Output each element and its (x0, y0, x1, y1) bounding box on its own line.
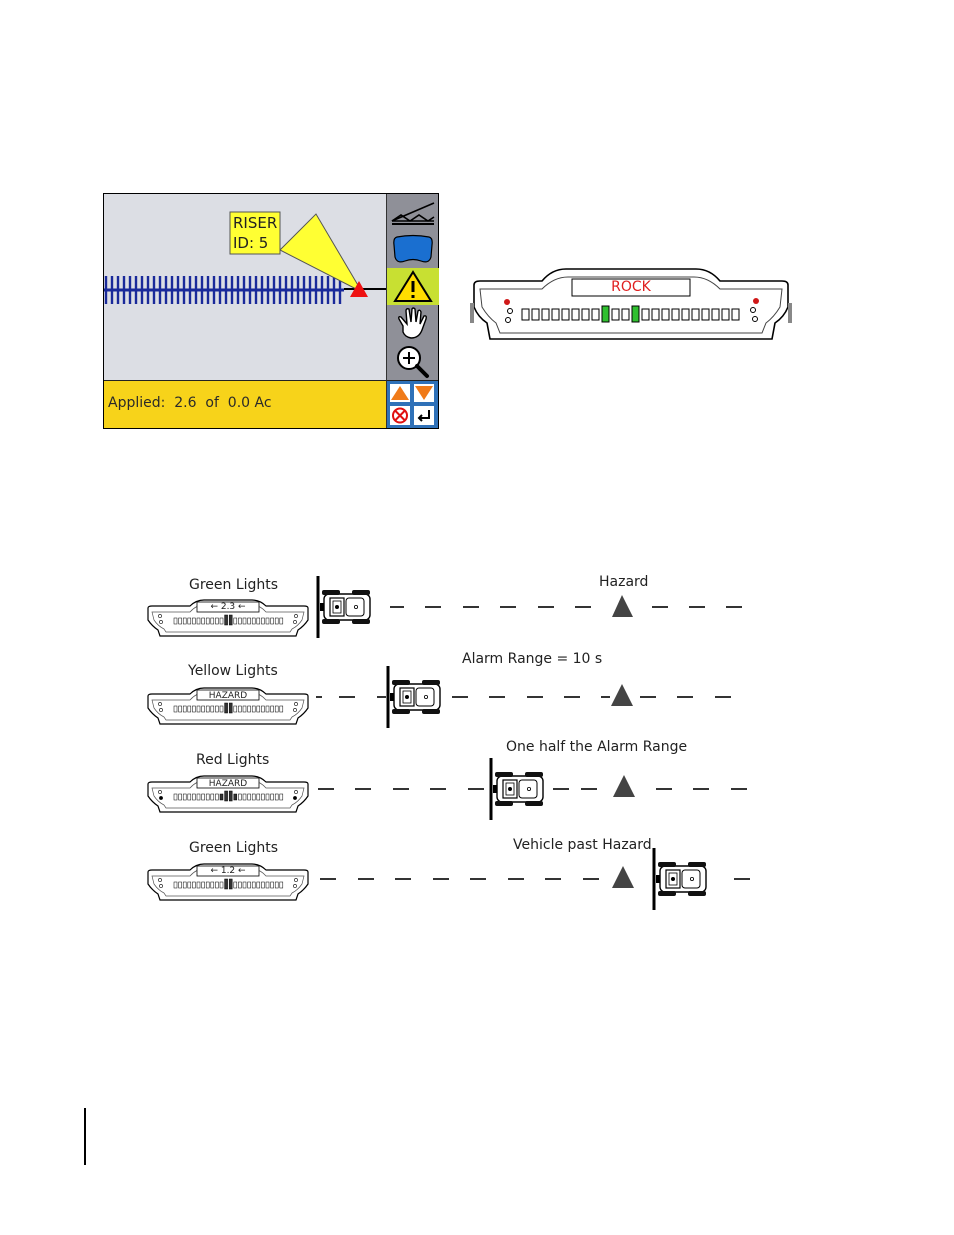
zoom-in-icon (387, 342, 439, 379)
lightbar-message: ROCK (572, 279, 690, 296)
arrow-down-button[interactable] (414, 384, 434, 402)
led-segment (522, 309, 529, 320)
led-segment (722, 309, 729, 320)
led-segment (682, 309, 689, 320)
led-segment (602, 306, 609, 322)
tractor-with-boom (654, 848, 706, 910)
lightbar-body (470, 263, 792, 345)
coverage-track (104, 276, 344, 304)
row-4-title: Green Lights (189, 840, 278, 856)
led-segment (702, 309, 709, 320)
right-status-led (753, 298, 759, 304)
map-view[interactable]: RISER ID: 5 (104, 194, 386, 380)
boom-button[interactable] (387, 194, 439, 231)
tractor-with-boom (491, 758, 543, 820)
map-canvas: RISER ID: 5 (104, 194, 386, 380)
left-status-led (504, 299, 510, 305)
led-segment (662, 309, 669, 320)
led-segment (552, 309, 559, 320)
led-segment (612, 309, 619, 320)
led-segment (692, 309, 699, 320)
led-segment (642, 309, 649, 320)
led-segment (572, 309, 579, 320)
field-boundary-button[interactable] (387, 231, 439, 268)
led-segment (652, 309, 659, 320)
led-segment (712, 309, 719, 320)
vehicles (318, 576, 706, 910)
mini-lightbar (148, 600, 308, 636)
mini-display-window (197, 602, 259, 612)
hazard-button[interactable] (387, 268, 439, 305)
row-3-display-text: HAZARD (197, 779, 259, 789)
led-segment (562, 309, 569, 320)
row-3-annotation: One half the Alarm Range (506, 739, 687, 755)
led-segment (542, 309, 549, 320)
mini-display-window (197, 778, 259, 788)
row-1-title: Green Lights (189, 577, 278, 593)
right-led-2 (751, 308, 756, 313)
row-1-annotation: Hazard (599, 574, 648, 590)
row-2-annotation: Alarm Range = 10 s (462, 651, 602, 667)
mini-lightbar (148, 776, 308, 812)
mini-lightbar (148, 688, 308, 724)
mini-lightbars (148, 600, 308, 900)
hazard-triangle-2 (611, 684, 633, 706)
marker-label-line2: ID: 5 (233, 234, 268, 252)
led-segment (592, 309, 599, 320)
mini-lightbar (148, 864, 308, 900)
cancel-button[interactable] (390, 406, 410, 425)
arrow-up-button[interactable] (390, 384, 410, 402)
hazard-warning-icon (387, 268, 439, 305)
guidance-screen: RISER ID: 5 Applied: 2.6 of 0.0 Ac (103, 193, 439, 429)
page-margin-rule (84, 1108, 86, 1165)
row-4-display-text: ← 1.2 ← (197, 866, 259, 876)
marker-label-line1: RISER (233, 214, 277, 232)
led-segment (532, 309, 539, 320)
row-1-display-text: ← 2.3 ← (197, 602, 259, 612)
side-toolbar (386, 194, 438, 380)
led-segment (582, 309, 589, 320)
row-2-title: Yellow Lights (188, 663, 278, 679)
row-3-title: Red Lights (196, 752, 269, 768)
led-segment (732, 309, 739, 320)
hand-pan-icon (387, 305, 439, 342)
led-segment (632, 306, 639, 322)
enter-button[interactable] (414, 406, 434, 425)
led-segment (622, 309, 629, 320)
left-led-2 (508, 309, 513, 314)
row-4-annotation: Vehicle past Hazard (513, 837, 652, 853)
hazard-triangle-1 (612, 595, 633, 617)
led-segment (672, 309, 679, 320)
tractor-with-boom (388, 666, 440, 728)
navigation-pad (386, 380, 438, 428)
tractor-with-boom (318, 576, 370, 638)
status-bar: Applied: 2.6 of 0.0 Ac (104, 380, 386, 428)
hazard-triangle-3 (613, 775, 635, 797)
left-led-3 (506, 318, 511, 323)
row-2-display-text: HAZARD (197, 691, 259, 701)
right-led-3 (753, 317, 758, 322)
zoom-button[interactable] (387, 342, 439, 379)
hazard-triangle-4 (612, 866, 634, 888)
lightbar-display: ROCK (470, 263, 792, 345)
boom-icon (387, 194, 439, 231)
applied-area-text: Applied: 2.6 of 0.0 Ac (108, 395, 272, 411)
mini-display-window (197, 866, 259, 876)
pan-button[interactable] (387, 305, 439, 342)
nav-pad-icons (387, 381, 439, 429)
field-boundary-icon (387, 231, 439, 268)
mini-display-window (197, 690, 259, 700)
